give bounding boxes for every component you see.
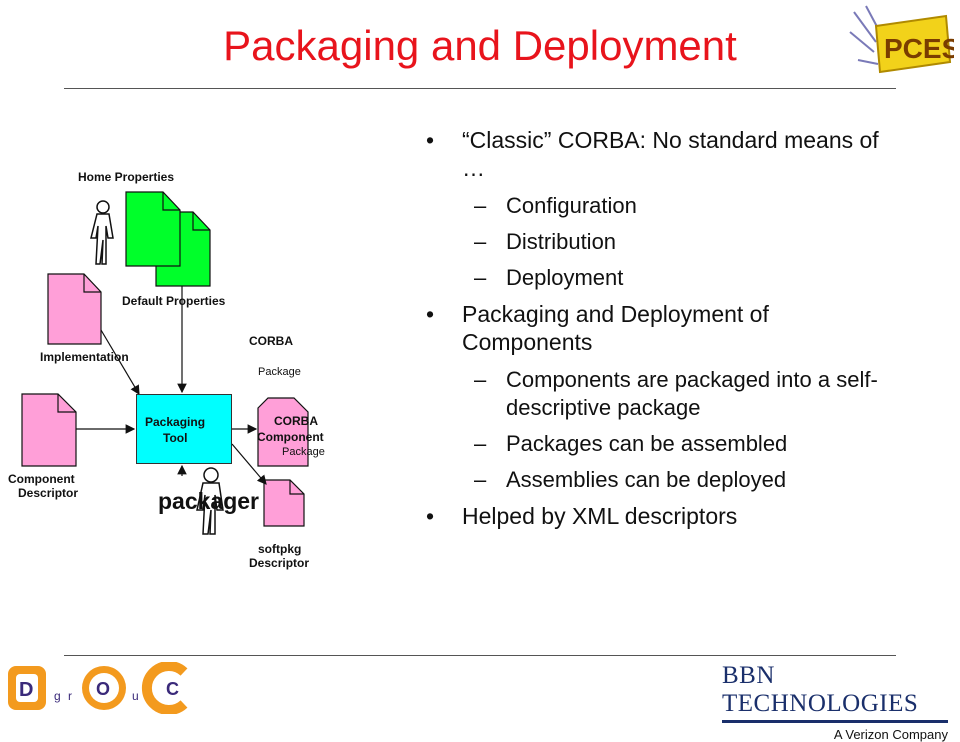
bbn-name: BBN TECHNOLOGIES [722,662,919,717]
packaging-diagram: Packaging Tool Home Properties Default P… [0,150,400,590]
user-icon [90,200,114,265]
bullet-list: “Classic” CORBA: No standard means of … … [424,126,904,540]
tool-label-line1: Packaging [145,415,206,429]
sub-bullet-item: Packages can be assembled [424,430,904,458]
corba-component-label-line3: Package [282,446,325,458]
pces-logo: PCES [849,5,954,74]
slide-title: Packaging and Deployment [223,22,737,69]
doc-letter-c: C [166,679,179,699]
default-properties-label: Default Properties [122,294,226,308]
home-properties-doc [125,191,181,267]
softpkg-descriptor-doc [263,479,305,527]
bbn-tagline: A Verizon Company [833,727,948,742]
sub-bullet-item: Components are packaged into a self-desc… [424,366,904,422]
component-descriptor-label-line2: Descriptor [18,486,79,500]
implementation-doc [47,273,102,345]
doc-letter-o: O [96,679,110,699]
bbn-rule [722,720,948,723]
bbn-technologies-logo: BBN TECHNOLOGIES A Verizon Company [722,662,948,742]
component-descriptor-doc [21,393,77,467]
corba-package-title: CORBA [249,334,293,348]
corba-component-label-line2: Component [257,430,324,444]
sub-bullet-item: Deployment [424,264,904,292]
bullet-item: Helped by XML descriptors [424,502,904,530]
implementation-label: Implementation [40,350,129,364]
arrow-implementation-to-tool [100,329,140,396]
bullet-item: Packaging and Deployment of Components [424,300,904,356]
title-divider [64,88,896,89]
doc-group-logo: D g r O u p C [8,662,188,714]
packaging-tool-box: Packaging Tool [136,394,232,464]
softpkg-label-line1: softpkg [258,542,302,556]
bullet-item: “Classic” CORBA: No standard means of … [424,126,904,182]
softpkg-label-line2: Descriptor [249,556,310,570]
component-descriptor-label-line1: Component [8,472,75,486]
doc-letter-u: u [132,689,139,703]
sub-bullet-item: Distribution [424,228,904,256]
pces-wordmark: PCES [884,33,954,64]
corba-component-package-doc [257,397,309,467]
footer-divider [64,655,896,656]
doc-letter-g: g [54,689,61,703]
packager-icon [196,467,224,535]
doc-letter-r: r [68,689,72,703]
corba-package-subtitle: Package [258,366,301,378]
sub-bullet-item: Assemblies can be deployed [424,466,904,494]
corba-component-label-line1: CORBA [274,414,318,428]
sub-bullet-item: Configuration [424,192,904,220]
tool-label-line2: Tool [163,431,188,445]
home-properties-label: Home Properties [78,170,175,184]
doc-letter-d: D [19,679,33,701]
arrow-tool-to-softpkg [231,443,267,485]
packager-label: packager [158,488,260,514]
